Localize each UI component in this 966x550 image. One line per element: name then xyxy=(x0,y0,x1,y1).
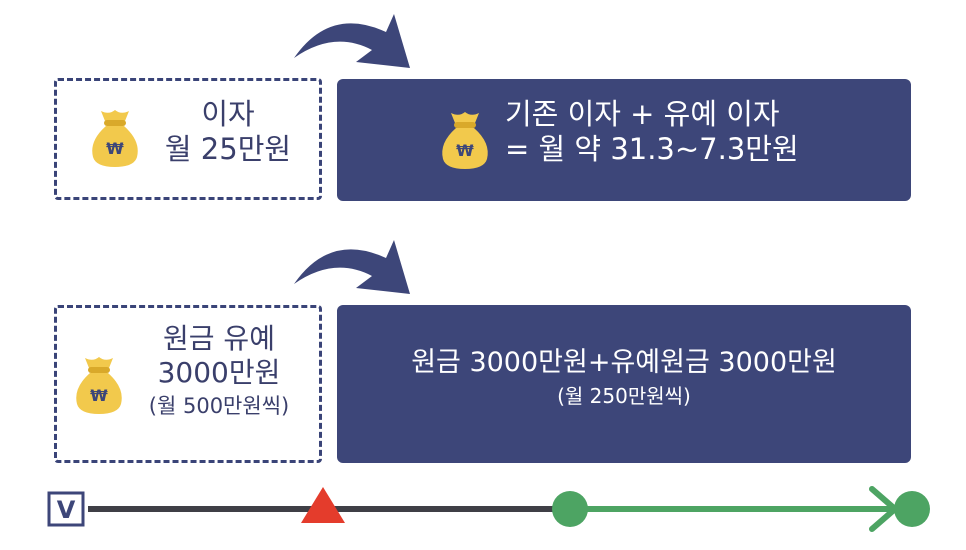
interest-line2: 월 25만원 xyxy=(164,132,292,167)
curved-arrow-icon xyxy=(294,240,410,294)
svg-text:₩: ₩ xyxy=(90,386,108,405)
svg-text:₩: ₩ xyxy=(106,139,124,158)
start-marker-box xyxy=(47,491,85,527)
circle-node-icon xyxy=(894,491,930,527)
money-bag-icon: ₩ xyxy=(76,357,122,414)
row2-result-line1: 원금 3000만원+유예원금 3000만원 xyxy=(411,347,837,378)
curved-arrow-icon xyxy=(294,14,410,68)
principal-line1: 원금 유예 xyxy=(163,322,275,355)
triangle-marker-icon xyxy=(301,487,345,523)
circle-node-icon xyxy=(552,491,588,527)
start-marker-label: V xyxy=(57,496,76,524)
money-bag-icon: ₩ xyxy=(442,112,488,169)
row2-result-box: 원금 3000만원+유예원금 3000만원 (월 250만원씩) xyxy=(337,305,911,463)
interest-line1: 이자 xyxy=(201,97,255,131)
svg-text:₩: ₩ xyxy=(456,141,474,160)
row1-result-line1: 기존 이자 + 유예 이자 xyxy=(505,97,780,131)
row1-result-box: ₩ 기존 이자 + 유예 이자 = 월 약 31.3~7.3만원 xyxy=(337,79,911,201)
principal-line3: (월 500만원씩) xyxy=(148,394,290,419)
row2-result-text: 원금 3000만원+유예원금 3000만원 (월 250만원씩) xyxy=(337,347,911,408)
row1-result-line2: = 월 약 31.3~7.3만원 xyxy=(505,132,799,167)
row1-result-text: 기존 이자 + 유예 이자 = 월 약 31.3~7.3만원 xyxy=(505,97,799,168)
principal-deferral-text: 원금 유예 3000만원 (월 500만원씩) xyxy=(121,322,317,420)
row2-result-line2: (월 250만원씩) xyxy=(557,383,691,408)
timeline: V xyxy=(47,486,930,532)
principal-line2: 3000만원 xyxy=(157,356,281,390)
principal-deferral-box: ₩ 원금 유예 3000만원 (월 500만원씩) xyxy=(54,305,322,463)
money-bag-icon: ₩ xyxy=(92,110,138,167)
interest-box: ₩ 이자 월 25만원 xyxy=(54,78,322,200)
interest-text: 이자 월 25만원 xyxy=(153,97,303,168)
